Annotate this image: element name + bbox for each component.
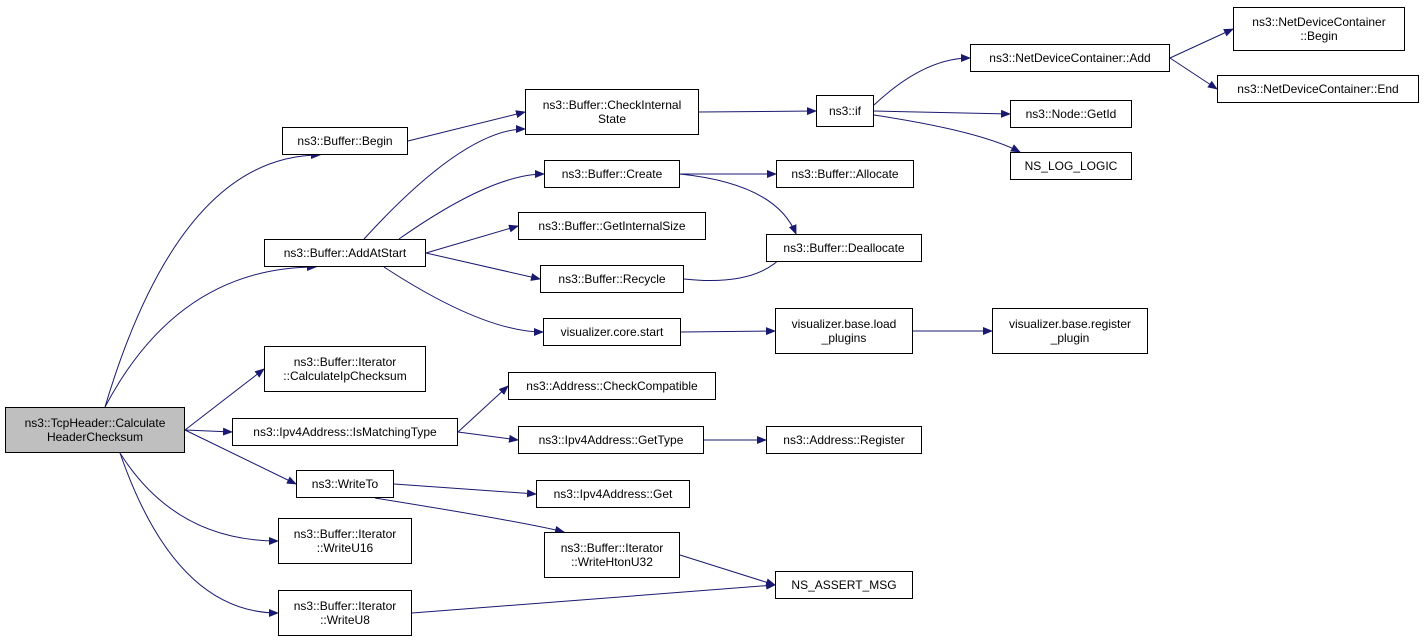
call-edge [680,327,776,336]
call-edge [398,170,545,240]
function-node-label: HeaderChecksum [46,430,144,444]
call-edge [104,151,321,408]
function-node[interactable]: ns3::Buffer::Iterator::WriteU16 [278,518,412,564]
call-edge [393,483,537,498]
function-node[interactable]: ns3::NetDeviceContainer::Begin [1233,7,1405,51]
call-edge [457,385,509,433]
function-node-label: ns3::Ipv4Address::GetType [538,433,684,447]
call-edge [425,224,519,254]
function-node[interactable]: ns3::Ipv4Address::Get [536,480,690,508]
function-node-label: _plugin [1050,331,1090,345]
call-edge [679,554,776,587]
call-edge [425,252,541,281]
function-node[interactable]: ns3::NetDeviceContainer::End [1217,75,1419,103]
function-node-label: ns3::if [828,104,861,118]
function-node[interactable]: ns3::NetDeviceContainer::Add [970,44,1170,72]
function-node-label: ns3::TcpHeader::Calculate [24,416,166,430]
function-node[interactable]: ns3::Buffer::Iterator::WriteU8 [278,590,412,636]
function-node-label: ns3::Node::GetId [1025,107,1117,121]
call-edge [184,427,233,436]
call-edge [679,173,797,235]
function-node-label: State [597,112,627,126]
call-edge [457,431,519,443]
function-node-label: NS_ASSERT_MSG [791,578,897,592]
call-edge [119,452,279,545]
call-edge [1169,28,1234,59]
function-node[interactable]: ns3::Buffer::Iterator::CalculateIpChecks… [264,346,426,392]
call-edge [873,109,1011,118]
function-node-label: ns3::Buffer::GetInternalSize [538,219,686,233]
function-node-label: ns3::NetDeviceContainer::Add [989,51,1151,65]
function-node-label: NS_LOG_LOGIC [1024,159,1118,173]
function-node-label: ns3::Buffer::CheckInternal [542,98,682,112]
function-node[interactable]: ns3::Buffer::Recycle [540,265,684,293]
function-node[interactable]: NS_ASSERT_MSG [775,571,913,599]
function-node[interactable]: ns3::Ipv4Address::IsMatchingType [232,418,458,446]
call-edge [698,107,817,116]
function-node-label: ns3::Buffer::Iterator [293,599,397,613]
call-edge [184,429,297,485]
function-node[interactable]: NS_LOG_LOGIC [1010,152,1132,180]
call-edge [104,263,317,408]
function-node[interactable]: ns3::Node::GetId [1010,100,1132,128]
function-node[interactable]: ns3::Buffer::Deallocate [766,234,922,262]
function-node[interactable]: ns3::Buffer::GetInternalSize [518,212,706,240]
function-node[interactable]: ns3::Buffer::Begin [282,127,408,155]
function-node-label: ::WriteHtonU32 [571,555,653,569]
call-edge [407,110,526,142]
function-node-label: ns3::Buffer::Iterator [293,527,397,541]
function-node[interactable]: ns3::Address::CheckCompatible [508,372,716,400]
function-node-label: ns3::WriteTo [311,477,379,491]
function-node[interactable]: ns3::Ipv4Address::GetType [518,426,704,454]
function-node-label: visualizer.base.register [1008,317,1132,331]
function-node[interactable]: ns3::Buffer::Allocate [776,160,914,188]
function-node-label: ns3::Buffer::Create [561,167,663,181]
function-node[interactable]: ns3::if [816,95,874,127]
function-node-label: ns3::Buffer::AddAtStart [283,246,407,260]
function-node-label: ns3::Buffer::Begin [297,134,393,148]
function-node[interactable]: ns3::Buffer::Create [544,160,680,188]
function-node-label: ::WriteU8 [320,613,370,627]
function-node[interactable]: visualizer.base.register_plugin [992,308,1148,354]
function-node-label: ::CalculateIpChecksum [283,369,407,383]
function-node-label: ns3::Ipv4Address::IsMatchingType [253,425,437,439]
function-node-label: visualizer.core.start [560,325,664,339]
function-node-label: ns3::Address::Register [783,433,905,447]
call-edge [411,581,776,614]
function-node-label: visualizer.base.load [791,317,897,331]
function-node-label: _plugins [821,331,867,345]
function-node-label: ::Begin [1300,29,1338,43]
function-node-label: ns3::Buffer::Iterator [560,541,664,555]
call-edge [184,368,265,431]
function-node[interactable]: ns3::Buffer::Iterator::WriteHtonU32 [544,532,680,578]
function-node[interactable]: visualizer.core.start [543,318,681,346]
function-node-label: ns3::Address::CheckCompatible [526,379,698,393]
function-node-label: ns3::Buffer::Allocate [791,167,899,181]
function-node[interactable]: visualizer.base.load_plugins [775,308,913,354]
function-node[interactable]: ns3::Address::Register [766,426,922,454]
function-node-label: ns3::NetDeviceContainer [1252,15,1386,29]
function-node-label: ns3::NetDeviceContainer::End [1237,82,1399,96]
call-edge [873,54,971,106]
function-node-label: ::WriteU16 [316,541,374,555]
function-node[interactable]: ns3::Buffer::AddAtStart [264,239,426,267]
call-edge [119,452,279,617]
call-edge [383,266,544,336]
function-node[interactable]: ns3::WriteTo [296,470,394,498]
call-edge [363,125,526,240]
function-node-label: ns3::Ipv4Address::Get [553,487,673,501]
function-node-label: ns3::Buffer::Deallocate [783,241,905,255]
call-edge [873,114,1021,153]
call-edge [374,497,565,534]
call-edge [1169,57,1218,90]
function-node-label: ns3::Buffer::Recycle [558,272,666,286]
function-node-label: ns3::Buffer::Iterator [293,355,397,369]
